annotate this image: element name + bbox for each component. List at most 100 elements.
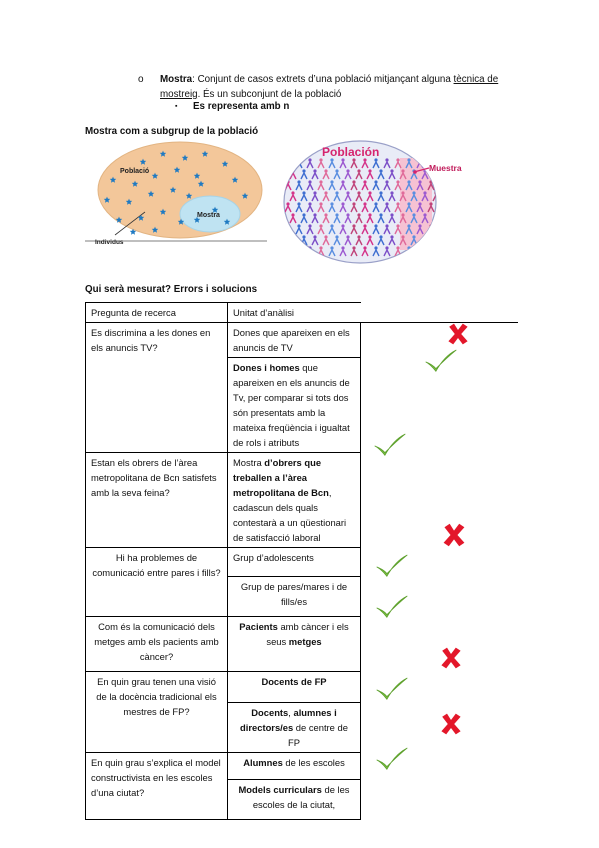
- star-icon: [181, 154, 189, 161]
- star-icon: [103, 196, 111, 203]
- person-icon: [372, 202, 380, 213]
- star-icon: [177, 218, 185, 225]
- poblacion-title: Población: [322, 145, 379, 159]
- star-icon: [159, 208, 167, 215]
- person-icon: [361, 224, 369, 235]
- person-icon: [416, 202, 424, 213]
- unit-cell: Grup d’adolescents: [227, 547, 361, 577]
- star-icon: [131, 180, 139, 187]
- definition-term: Mostra: [160, 74, 193, 85]
- person-icon: [355, 213, 363, 224]
- person-icon: [366, 169, 374, 180]
- check-icon: [373, 432, 407, 461]
- unit-text: de les escoles: [282, 757, 345, 768]
- person-icon: [350, 246, 358, 257]
- unit-bold: Models curriculars: [238, 784, 322, 795]
- person-icon: [344, 191, 352, 202]
- person-icon: [311, 191, 319, 202]
- person-icon: [372, 158, 380, 169]
- star-individuals: [103, 150, 249, 235]
- person-icon: [289, 235, 297, 246]
- star-icon: [185, 192, 193, 199]
- unit-text: de centre de FP: [288, 722, 348, 748]
- person-icon: [366, 213, 374, 224]
- person-icon: [344, 235, 352, 246]
- cross-icon: [440, 522, 468, 551]
- person-icon: [300, 213, 308, 224]
- person-icon: [350, 158, 358, 169]
- sampling-technique-link[interactable]: tècnica de mostreig: [160, 74, 499, 100]
- person-icon: [410, 235, 418, 246]
- person-icon: [333, 235, 341, 246]
- person-icon: [416, 246, 424, 257]
- check-icon: [424, 348, 458, 377]
- check-icon: [375, 676, 409, 705]
- person-icon: [350, 224, 358, 235]
- person-icon: [394, 202, 402, 213]
- unit-bold: Pacients: [239, 621, 278, 632]
- person-icon: [350, 180, 358, 191]
- person-icon: [284, 246, 292, 257]
- person-icon: [322, 235, 330, 246]
- person-icon: [377, 213, 385, 224]
- unit-cell: Mostra d’obrers que treballen a l’àrea m…: [227, 452, 361, 548]
- star-icon: [151, 172, 159, 179]
- unit-bold: d’obrers que treballen a l’àrea metropol…: [233, 457, 329, 498]
- star-icon: [197, 180, 205, 187]
- person-icon: [339, 224, 347, 235]
- bullet-marker: o: [138, 74, 144, 85]
- person-icon: [328, 180, 336, 191]
- unit-cell: Dones que apareixen en els anuncis de TV: [227, 322, 361, 358]
- person-icon: [317, 158, 325, 169]
- population-label: Població: [120, 168, 149, 175]
- person-icon: [372, 180, 380, 191]
- cross-icon: [438, 646, 464, 673]
- person-icon: [421, 213, 429, 224]
- unit-text: ,: [288, 707, 294, 718]
- person-icon: [328, 246, 336, 257]
- person-icon: [394, 224, 402, 235]
- star-icon: [151, 226, 159, 233]
- person-icon: [300, 169, 308, 180]
- section-heading: Qui serà mesurat? Errors i solucions: [85, 284, 258, 295]
- star-icon: [159, 150, 167, 157]
- person-icon: [388, 235, 396, 246]
- check-icon: [375, 594, 409, 623]
- person-icon: [432, 235, 436, 246]
- unit-cell: Pacients amb càncer i els seus metges: [227, 616, 361, 672]
- table-row: Com és la comunicació dels metges amb el…: [85, 616, 518, 672]
- star-icon: [193, 172, 201, 179]
- person-icon: [410, 191, 418, 202]
- table-row: En quin grau s’explica el model construc…: [85, 752, 518, 820]
- mark-cell: [361, 453, 518, 548]
- star-icon: [137, 214, 145, 221]
- person-icon: [295, 246, 303, 257]
- unit-text: de les escoles de la ciutat,: [252, 784, 350, 810]
- person-icon: [344, 213, 352, 224]
- person-icon: [383, 180, 391, 191]
- person-icon: [295, 224, 303, 235]
- person-icon: [421, 191, 429, 202]
- sample-label: Mostra: [197, 212, 220, 219]
- star-icon: [223, 218, 231, 225]
- figure-heading: Mostra com a subgrup de la població: [85, 126, 259, 137]
- unit-bold: Alumnes: [243, 757, 283, 768]
- person-icon: [405, 224, 413, 235]
- unit-bold: metges: [288, 636, 322, 647]
- poblacion-muestra-diagram: Población Muestra: [283, 140, 462, 264]
- star-icon: [125, 198, 133, 205]
- person-icon: [350, 202, 358, 213]
- unit-cell: Grup de pares/mares i de fills/es: [227, 576, 361, 617]
- unit-cell: Dones i homes que apareixen en els anunc…: [227, 357, 361, 453]
- individual-label: Individus: [95, 239, 124, 246]
- person-icon: [388, 213, 396, 224]
- person-icon: [405, 202, 413, 213]
- person-icon: [399, 169, 407, 180]
- question-cell: Estan els obrers de l’àrea metropolitana…: [85, 452, 228, 548]
- person-icon: [399, 213, 407, 224]
- table-row: Grup de pares/mares i de fills/es: [86, 576, 518, 617]
- population-circle: [283, 140, 437, 264]
- person-icon: [366, 235, 374, 246]
- person-icon: [399, 191, 407, 202]
- check-icon: [375, 553, 409, 582]
